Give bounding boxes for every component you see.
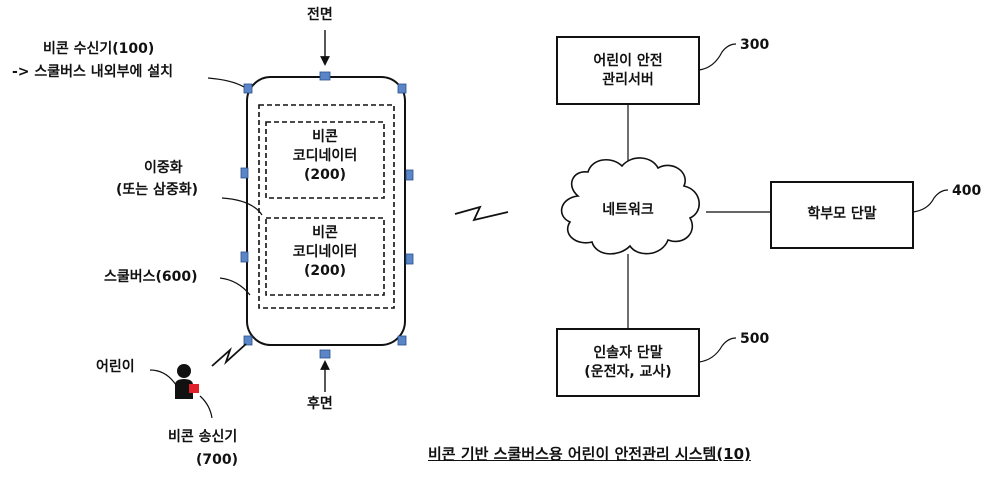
ref-leader-guardian bbox=[699, 338, 736, 362]
server-ref: 300 bbox=[740, 36, 769, 55]
school-bus-label: 스쿨버스(600) bbox=[104, 268, 198, 287]
wireless-bolt-bus bbox=[455, 207, 508, 220]
sensor-rear-center bbox=[320, 350, 330, 358]
sensor-right-upper bbox=[406, 170, 413, 180]
sensor-top-right bbox=[398, 84, 406, 93]
coordinator-2-text: 비콘 코디네이터 (200) bbox=[266, 224, 384, 281]
parent-terminal-ref: 400 bbox=[952, 182, 981, 201]
front-label: 전면 bbox=[307, 6, 333, 25]
ref-leader-parent bbox=[913, 190, 948, 212]
guardian-terminal-ref: 500 bbox=[740, 330, 769, 349]
sensor-left-lower bbox=[241, 252, 248, 262]
coordinator-1-line2: 코디네이터 bbox=[266, 147, 384, 166]
sensor-right-lower bbox=[406, 254, 413, 264]
sensor-top-left bbox=[244, 84, 252, 93]
parent-terminal-text: 학부모 단말 bbox=[771, 205, 913, 224]
coordinator-2-line1: 비콘 bbox=[266, 224, 384, 243]
redundancy-label: 이중화 bbox=[144, 159, 183, 178]
leader-beacon-transceiver bbox=[208, 78, 244, 87]
beacon-transceiver-label: 비콘 수신기(100) bbox=[43, 40, 154, 59]
sensor-bottom-right bbox=[398, 336, 406, 345]
diagram-caption: 비콘 기반 스쿨버스용 어린이 안전관리 시스템(10) bbox=[428, 443, 751, 464]
server-line1: 어린이 안전 bbox=[557, 52, 699, 71]
sensor-left-upper bbox=[241, 168, 248, 178]
beacon-transceiver-note: -> 스쿨버스 내외부에 설치 bbox=[12, 63, 173, 82]
leader-school-bus bbox=[220, 278, 250, 295]
guardian-terminal-line1: 인솔자 단말 bbox=[557, 344, 699, 363]
leader-child bbox=[150, 370, 176, 385]
guardian-terminal-line2: (운전자, 교사) bbox=[557, 363, 699, 382]
coordinator-1-line3: (200) bbox=[266, 166, 384, 185]
coordinator-1-line1: 비콘 bbox=[266, 128, 384, 147]
sensor-front-center bbox=[320, 72, 330, 80]
ref-leader-server bbox=[699, 44, 736, 70]
wireless-bolt-child bbox=[212, 344, 246, 366]
redundancy-note: (또는 삼중화) bbox=[116, 181, 198, 200]
rear-label: 후면 bbox=[307, 395, 333, 414]
coordinator-2-line3: (200) bbox=[266, 262, 384, 281]
coordinator-2-line2: 코디네이터 bbox=[266, 243, 384, 262]
child-badge bbox=[189, 384, 199, 393]
beacon-transmitter-label: 비콘 송신기 bbox=[168, 428, 237, 447]
server-text: 어린이 안전 관리서버 bbox=[557, 52, 699, 90]
child-label: 어린이 bbox=[96, 358, 135, 377]
guardian-terminal-text: 인솔자 단말 (운전자, 교사) bbox=[557, 344, 699, 382]
server-line2: 관리서버 bbox=[557, 71, 699, 90]
coordinator-1-text: 비콘 코디네이터 (200) bbox=[266, 128, 384, 185]
leader-transmitter bbox=[200, 396, 212, 418]
child-head bbox=[177, 364, 191, 378]
school-bus-shape bbox=[247, 77, 405, 345]
beacon-transmitter-ref: (700) bbox=[196, 451, 238, 470]
network-label: 네트워크 bbox=[588, 201, 668, 220]
